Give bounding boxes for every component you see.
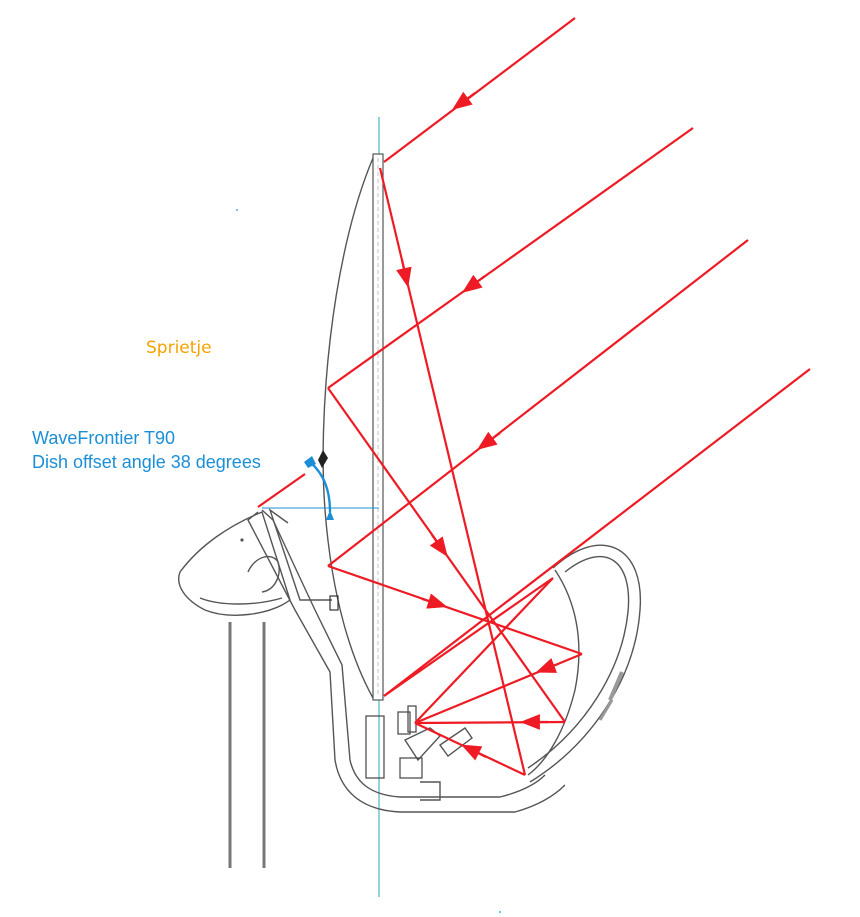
stray-mark — [499, 911, 501, 913]
stray-mark — [236, 209, 238, 211]
signal-rays — [257, 17, 811, 776]
author-label: Sprietje — [146, 338, 212, 358]
reflected-ray-1-arrow — [396, 259, 412, 288]
incoming-ray-2 — [327, 127, 694, 389]
incoming-ray-1-arrow — [452, 91, 476, 110]
main-reflector — [322, 153, 384, 701]
incoming-ray-3-arrow — [477, 431, 501, 450]
dish-model-label: WaveFrontier T90 — [32, 428, 176, 448]
mast-pole — [228, 622, 266, 868]
feed-ray-2-arrow — [535, 658, 559, 673]
reflected-ray-2-arrow — [429, 534, 448, 558]
reflected-ray-3-arrow — [421, 593, 448, 609]
dish-annotation: WaveFrontier T90 Dish offset angle 38 de… — [32, 426, 261, 474]
incoming-ray-3 — [327, 239, 749, 567]
reflected-ray-2 — [327, 387, 566, 723]
reflected-ray-3 — [327, 564, 583, 656]
offset-angle-indicator — [262, 456, 379, 520]
incoming-ray-4 — [383, 368, 811, 697]
offset-angle-label: Dish offset angle 38 degrees — [32, 452, 261, 472]
reflected-ray-4 — [383, 577, 554, 697]
mount-bracket — [247, 450, 566, 813]
pole-clamp — [178, 511, 291, 616]
lnb-assembly — [365, 705, 473, 801]
incoming-ray-2-arrow — [462, 274, 486, 293]
feed-ray-1 — [414, 577, 554, 724]
feed-ray-4-arrow — [461, 744, 487, 761]
rim-highlight — [257, 473, 306, 508]
incoming-ray-1 — [383, 17, 576, 163]
sub-reflector — [527, 544, 642, 783]
